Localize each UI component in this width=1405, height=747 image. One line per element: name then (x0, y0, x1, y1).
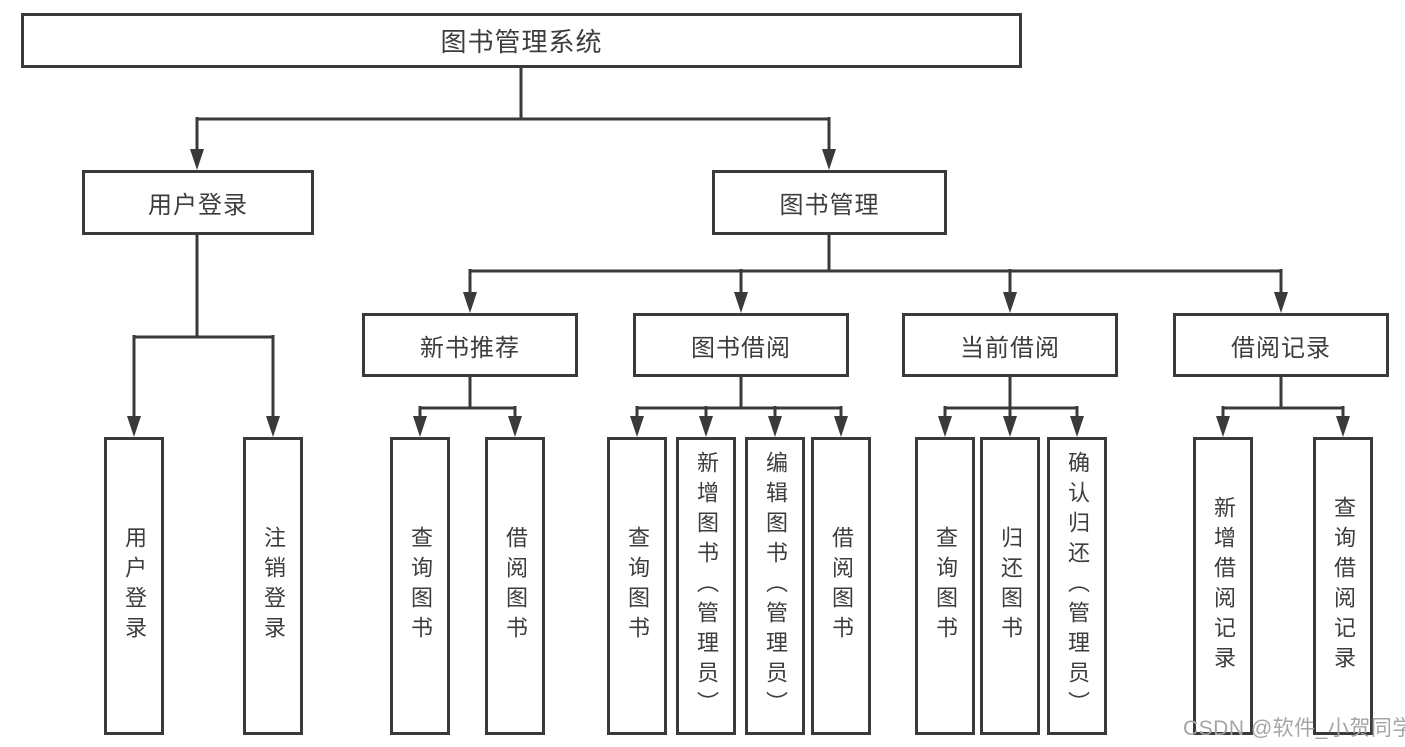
node-new-book-recommend: 新书推荐 (362, 313, 578, 377)
leaf-logout: 注销登录 (243, 437, 303, 735)
node-label: 用户登录 (148, 192, 248, 219)
connector-borrow-records-to-children (1216, 377, 1350, 437)
node-label: 借阅图书 (503, 526, 528, 646)
leaf-query-books-current: 查询图书 (915, 437, 975, 735)
connector-root-to-level2 (190, 68, 836, 170)
csdn-watermark: CSDN @软件_小贺同学 (1183, 717, 1405, 740)
node-library-management-system: 图书管理系统 (21, 13, 1022, 68)
node-label: 查询图书 (408, 526, 433, 646)
node-label: 查询图书 (933, 526, 958, 646)
node-label: 归还图书 (998, 526, 1023, 646)
node-label: 借阅记录 (1231, 334, 1331, 362)
node-current-borrow: 当前借阅 (902, 313, 1118, 377)
leaf-confirm-return-admin: 确认归还（管理员） (1047, 437, 1107, 735)
node-user-login: 用户登录 (82, 170, 314, 235)
node-borrow-records: 借阅记录 (1173, 313, 1389, 377)
connector-user-login-to-children (127, 235, 280, 437)
leaf-return-books: 归还图书 (980, 437, 1040, 735)
leaf-query-borrow-record: 查询借阅记录 (1313, 437, 1373, 735)
connector-book-management-to-level3 (463, 235, 1288, 313)
leaf-borrow-books: 借阅图书 (811, 437, 871, 735)
leaf-edit-books-admin: 编辑图书（管理员） (745, 437, 805, 735)
leaf-query-books-borrow: 查询图书 (607, 437, 667, 735)
node-label: 注销登录 (261, 526, 286, 646)
node-label: 确认归还（管理员） (1065, 451, 1090, 721)
node-label: 借阅图书 (829, 526, 854, 646)
leaf-add-books-admin: 新增图书（管理员） (676, 437, 736, 735)
node-label: 新增借阅记录 (1211, 496, 1236, 676)
node-book-borrow: 图书借阅 (633, 313, 849, 377)
node-label: 图书借阅 (691, 334, 791, 362)
node-label: 编辑图书（管理员） (763, 451, 788, 721)
node-label: 图书管理 (779, 192, 880, 219)
leaf-query-books-recommend: 查询图书 (390, 437, 450, 735)
leaf-borrow-books-recommend: 借阅图书 (485, 437, 545, 735)
node-label: 用户登录 (122, 526, 147, 646)
connector-current-borrow-to-children (938, 377, 1084, 437)
node-label: 查询图书 (625, 526, 650, 646)
leaf-add-borrow-record: 新增借阅记录 (1193, 437, 1253, 735)
leaf-user-login: 用户登录 (104, 437, 164, 735)
node-label: 图书管理系统 (440, 27, 603, 57)
node-label: 查询借阅记录 (1331, 496, 1356, 676)
node-book-management: 图书管理 (712, 170, 947, 235)
connector-new-book-recommend-to-children (413, 377, 522, 437)
connector-book-borrow-to-children (630, 377, 848, 437)
node-label: 新增图书（管理员） (694, 451, 719, 721)
node-label: 当前借阅 (960, 334, 1060, 362)
node-label: 新书推荐 (420, 334, 520, 362)
